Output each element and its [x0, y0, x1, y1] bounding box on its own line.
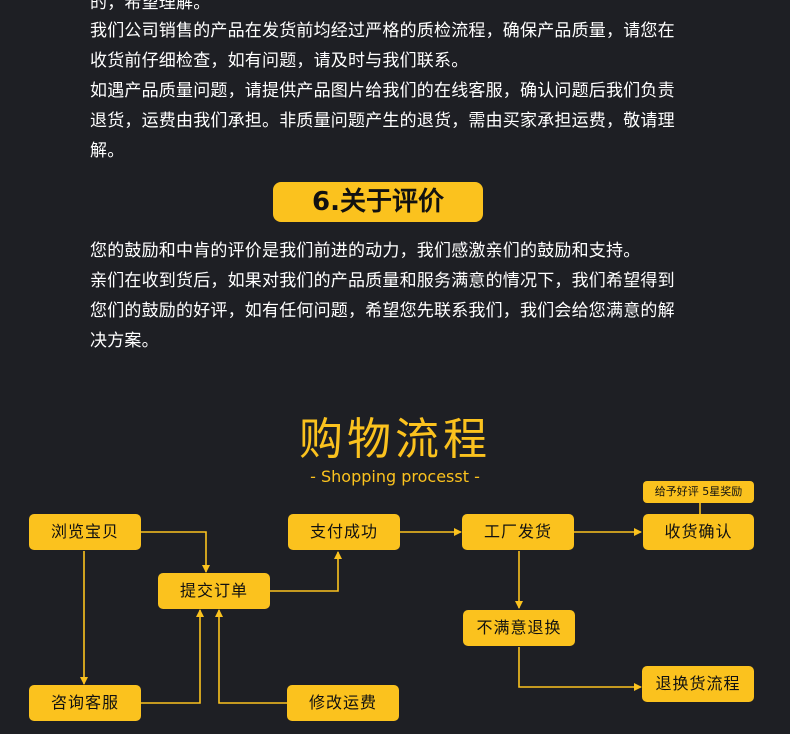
review-reward-badge: 给予好评 5星奖励 — [643, 481, 754, 503]
flow-node-factory-ship: 工厂发货 — [462, 514, 574, 550]
arrow-consult-submit — [141, 609, 204, 704]
flow-node-return-process: 退换货流程 — [642, 666, 754, 702]
section6-line-3: 您们的鼓励的好评，如有任何问题，希望您先联系我们，我们会给您满意的解 — [90, 301, 675, 321]
section5-line-4: 如遇产品质量问题，请提供产品图片给我们的在线客服，确认问题后我们负责 — [90, 81, 675, 101]
flow-node-consult: 咨询客服 — [29, 685, 141, 721]
arrow-browse-submit — [141, 531, 210, 573]
flow-node-payment-success: 支付成功 — [288, 514, 400, 550]
section6-line-2: 亲们在收到货后，如果对我们的产品质量和服务满意的情况下，我们希望得到 — [90, 271, 675, 291]
section5-line-2: 我们公司销售的产品在发货前均经过严格的质检流程，确保产品质量，请您在 — [90, 21, 675, 41]
flow-node-confirm-receipt: 收货确认 — [643, 514, 754, 550]
arrow-unsatisfied-return — [518, 647, 642, 691]
arrow-submit-pay — [270, 551, 342, 592]
flow-node-browse: 浏览宝贝 — [29, 514, 141, 550]
section6-line-4: 决方案。 — [90, 331, 159, 351]
section5-line-5: 退货，运费由我们承担。非质量问题产生的退货，需由买家承担运费，敬请理 — [90, 111, 675, 131]
section6-line-1: 您的鼓励和中肯的评价是我们前进的动力，我们感激亲们的鼓励和支持。 — [90, 241, 641, 261]
flow-node-submit-order: 提交订单 — [158, 573, 270, 609]
flow-node-unsatisfied-return: 不满意退换 — [463, 610, 575, 646]
section5-line-1: 的，希望理解。 — [90, 0, 211, 13]
section5-line-3: 收货前仔细检查，如有问题，请及时与我们联系。 — [90, 51, 469, 71]
flow-title: 购物流程 — [299, 414, 491, 465]
section-title-reviews: 6.关于评价 — [273, 182, 483, 222]
arrow-modify-submit — [215, 609, 287, 704]
section5-line-6: 解。 — [90, 141, 125, 161]
flow-subtitle: - Shopping processt - — [310, 467, 480, 486]
flow-node-modify-shipping: 修改运费 — [287, 685, 399, 721]
